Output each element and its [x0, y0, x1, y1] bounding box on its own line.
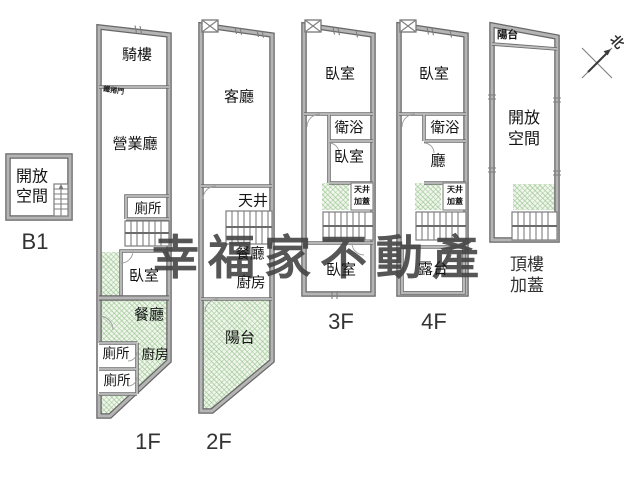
- room-label-business-hall-1f: 營業廳: [112, 135, 158, 153]
- room-label-bedroom-front-4f: 臥室: [418, 65, 450, 83]
- floor-label-2f: 2F: [206, 429, 232, 454]
- compass-icon: [581, 47, 613, 79]
- room-label-hall-4f: 廳: [430, 152, 446, 170]
- room-label-kitchen-2f: 廚房: [236, 275, 266, 292]
- hatch-lightwell-3f: [322, 183, 349, 210]
- label-lightwell-covered-3f: 天井加蓋: [354, 185, 370, 206]
- label-lightwell-covered-4f: 天井加蓋: [447, 185, 463, 206]
- room-label-bedroom-mid-3f: 臥室: [333, 148, 365, 166]
- room-label-lightwell-2f: 天井: [237, 192, 269, 210]
- room-label-open-space-b1: 開放空間: [15, 168, 48, 206]
- room-label-bedroom-rear-3f: 臥室: [325, 261, 357, 279]
- room-label-dining-1f: 餐廳: [133, 306, 165, 324]
- room-label-balcony-roof: 陽台: [497, 29, 518, 41]
- plan-4f: [396, 19, 469, 297]
- room-label-open-space-roof: 開放空間: [507, 110, 540, 148]
- room-label-dining-2f: 餐廳: [235, 246, 265, 263]
- plan-roof: [488, 21, 561, 243]
- room-label-bathroom-3f: 衛浴: [334, 120, 364, 137]
- hatch-roof: [513, 184, 557, 210]
- hatch-strip-1f: [98, 252, 119, 298]
- room-label-living-2f: 客廳: [223, 88, 255, 106]
- floor-label-3f: 3F: [328, 309, 354, 334]
- watermark: 幸福家不動產: [152, 231, 488, 284]
- hatch-lightwell-4f: [415, 183, 441, 210]
- room-label-toilet-mid-1f: 廁所: [102, 346, 130, 362]
- room-label-bathroom-4f: 衛浴: [430, 120, 460, 137]
- floor-label-b1: B1: [21, 229, 49, 254]
- plan-1f: [96, 23, 172, 419]
- room-label-kitchen-1f: 廚房: [141, 347, 169, 363]
- floor-label-roof: 頂樓加蓋: [510, 255, 544, 295]
- room-label-arcade-1f: 騎樓: [121, 46, 153, 64]
- room-label-toilet-lower-1f: 廁所: [103, 373, 131, 389]
- plan-2f: [198, 19, 275, 414]
- floor-label-1f: 1F: [135, 429, 161, 454]
- room-label-bedroom-front-3f: 臥室: [324, 65, 356, 83]
- room-label-toilet-upper-1f: 廁所: [134, 201, 162, 217]
- room-label-bedroom-1f: 臥室: [128, 267, 160, 285]
- room-label-terrace-4f: 露台: [417, 260, 449, 278]
- room-label-balcony-2f: 陽台: [224, 329, 256, 347]
- plan-3f: [301, 19, 376, 299]
- floor-label-4f: 4F: [421, 309, 447, 334]
- plan-b1: [5, 153, 73, 221]
